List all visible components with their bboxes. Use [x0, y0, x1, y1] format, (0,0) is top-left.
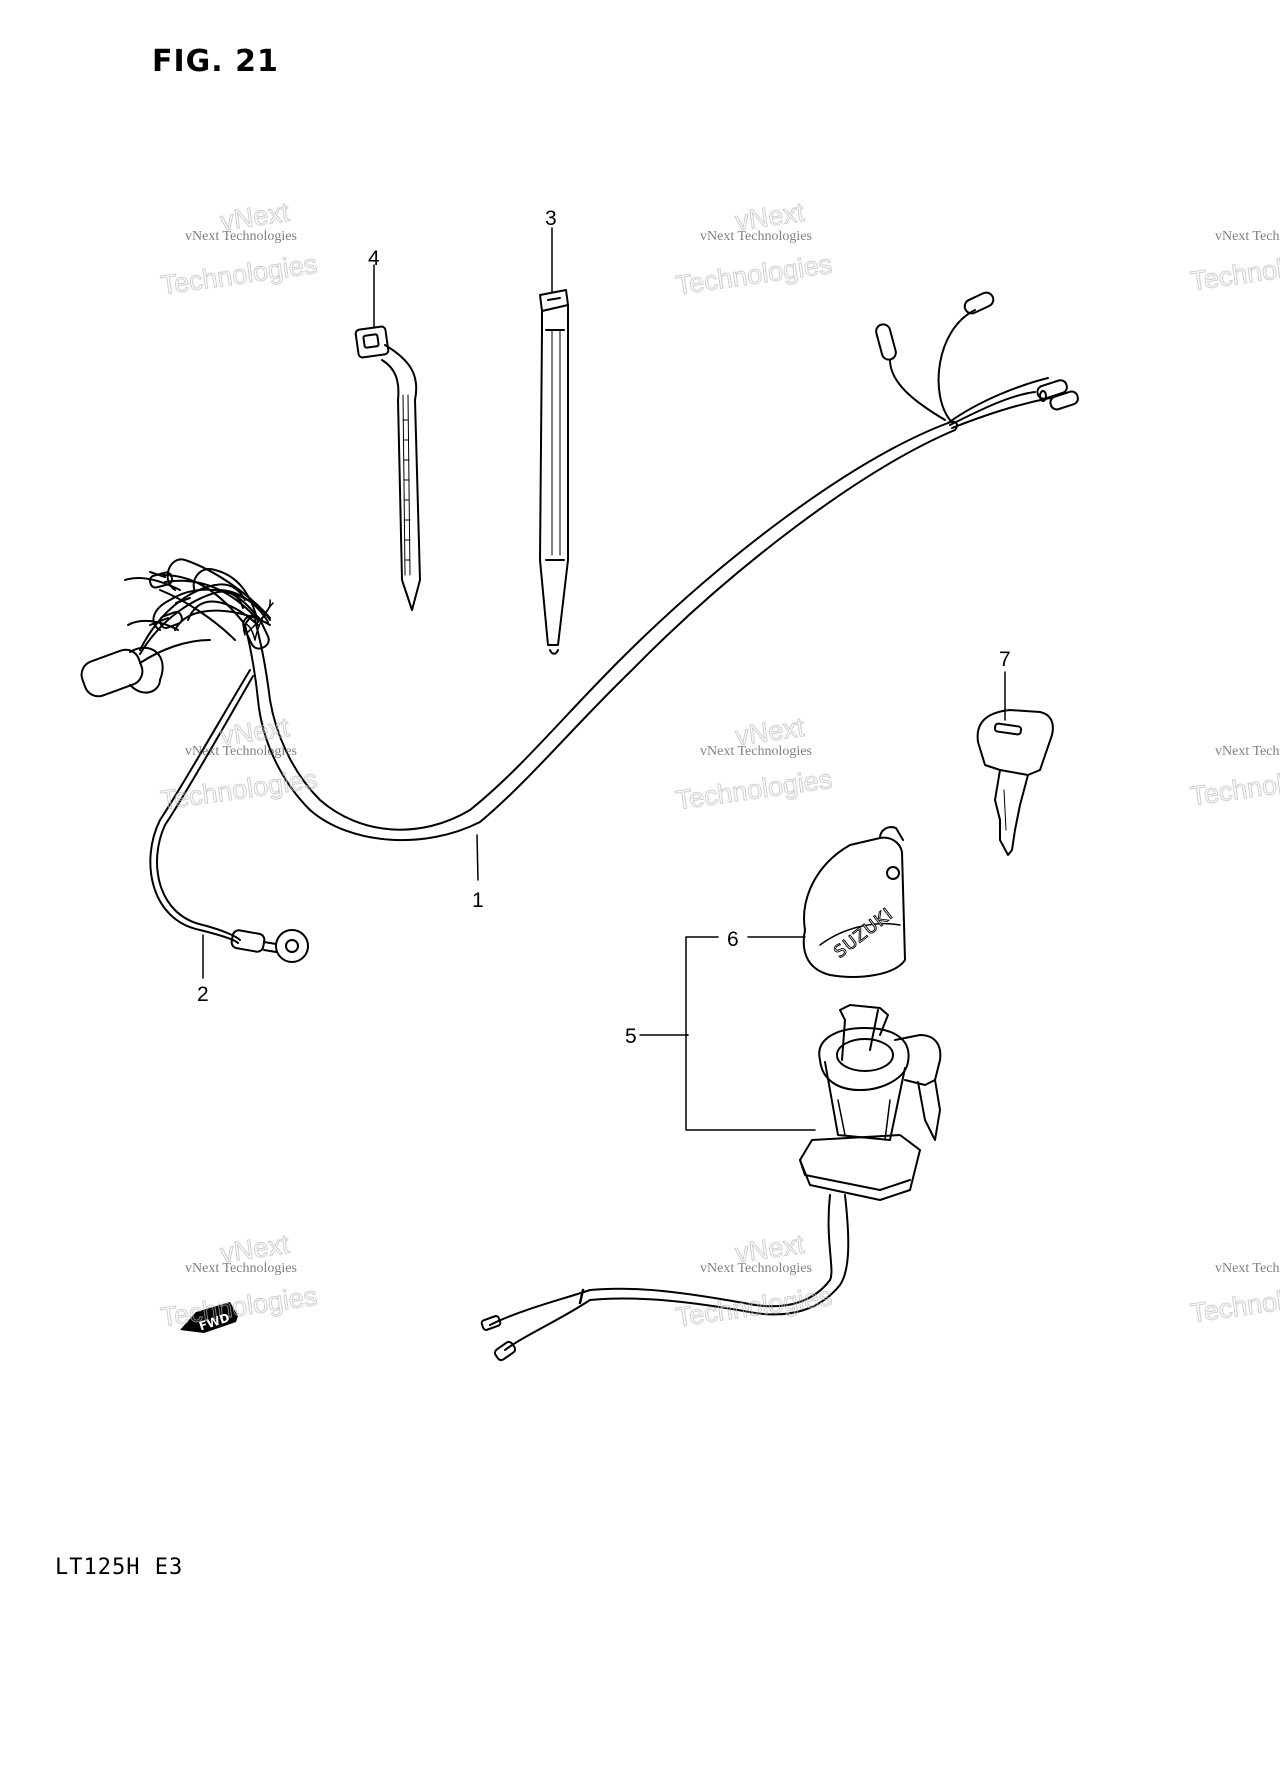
watermark-text: Technologies	[1188, 760, 1280, 812]
model-code: LT125H E3	[55, 1555, 184, 1580]
clamp-strap	[539, 289, 569, 655]
ignition-switch	[480, 1004, 942, 1362]
ground-lead	[149, 669, 309, 963]
callout-7: 7	[999, 648, 1011, 671]
cable-tie	[354, 325, 421, 611]
watermark-text: Technologies	[674, 764, 834, 816]
watermark-text: vNext Technologies	[185, 229, 297, 244]
watermark-text: Technologies	[1188, 1277, 1280, 1329]
callout-6: 6	[727, 928, 739, 951]
watermark-text: vNext Technologies	[185, 1261, 297, 1276]
watermark-text: Technologies	[1188, 245, 1280, 297]
callout-2: 2	[197, 983, 209, 1006]
figure-title: FIG. 21	[152, 44, 279, 79]
callout-4: 4	[368, 247, 380, 270]
watermark-text: vNext Technologies	[700, 744, 812, 759]
watermark-text: Technologies	[159, 249, 319, 301]
ignition-switch-cover	[802, 826, 906, 978]
leader-lines	[202, 227, 1006, 1131]
watermark-text: vNext Technologies	[700, 229, 812, 244]
callout-3: 3	[545, 207, 557, 230]
callout-1: 1	[472, 889, 484, 912]
watermark-text: Technologies	[674, 249, 834, 301]
watermark-text: vNext Technologies	[1215, 744, 1280, 759]
watermark-group: vNext Technologies Technologies vNext vN…	[158, 197, 1280, 1334]
watermark-text: vNext Technologies	[1215, 229, 1280, 244]
watermark-text: vNext Technologies	[700, 1261, 812, 1276]
key	[976, 709, 1054, 856]
callout-5: 5	[625, 1025, 637, 1048]
watermark-text: vNext Technologies	[185, 744, 297, 759]
watermark-text: Technologies	[159, 764, 319, 816]
watermark-text: vNext Technologies	[1215, 1261, 1280, 1276]
wiring-harness	[80, 291, 1079, 842]
watermark-text: Technologies	[674, 1281, 834, 1333]
watermark-text: Technologies	[159, 1281, 319, 1333]
